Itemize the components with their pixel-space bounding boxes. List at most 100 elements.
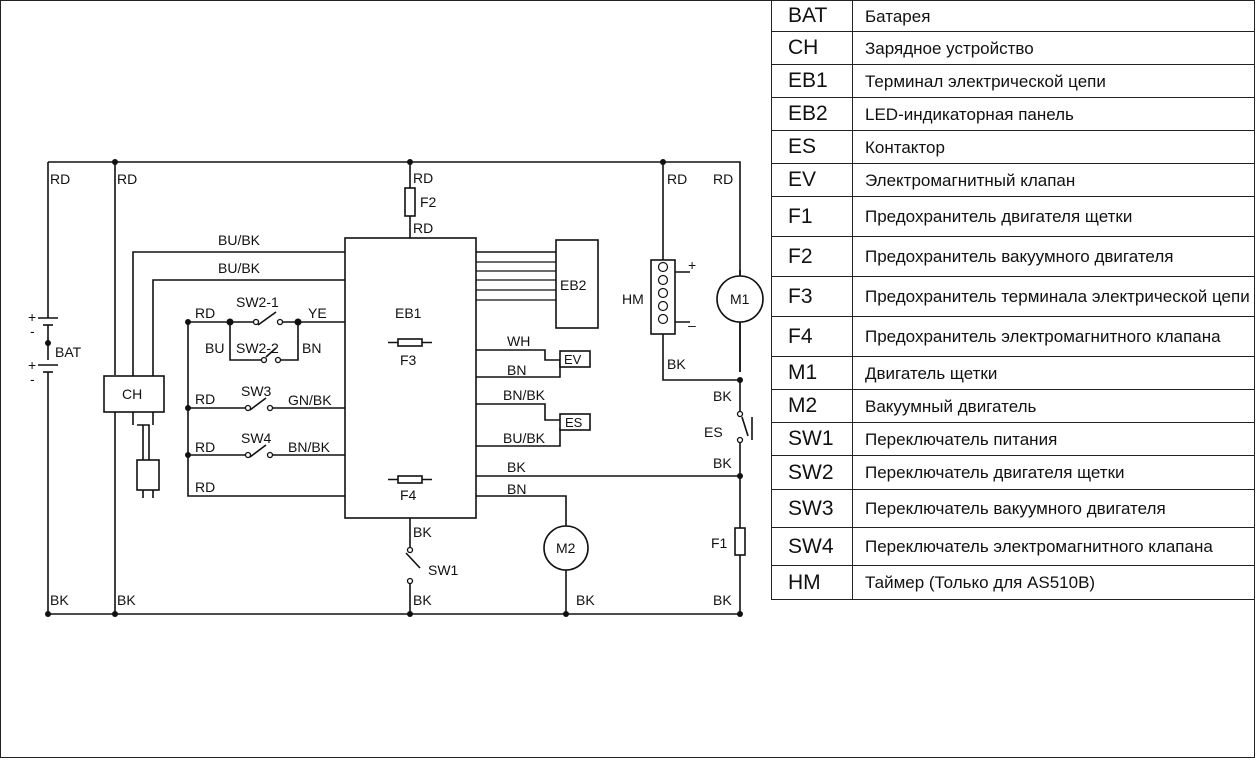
legend-description: Контактор [852, 130, 1255, 164]
svg-text:BU/BK: BU/BK [503, 430, 546, 446]
legend-description: Электромагнитный клапан [852, 163, 1255, 197]
svg-text:+: + [688, 257, 696, 273]
svg-text:–: – [688, 317, 696, 333]
svg-text:EB2: EB2 [560, 277, 587, 293]
svg-text:ES: ES [565, 415, 583, 430]
svg-text:RD: RD [195, 479, 215, 495]
f1-fuse [734, 527, 746, 556]
legend-description: Переключатель вакуумного двигателя [852, 489, 1255, 528]
svg-text:YE: YE [308, 305, 327, 321]
legend-description: Предохранитель вакуумного двигателя [852, 236, 1255, 277]
legend-code: SW4 [771, 527, 853, 566]
svg-text:F3: F3 [400, 352, 417, 368]
legend-description: Таймер (Только для AS510B) [852, 565, 1255, 600]
eb1-terminal-box [344, 237, 477, 519]
legend-code: F4 [771, 316, 853, 357]
wiring-diagram: RD RD RD F2 RD RD RD BU/BK BU/BK SW2-1 R… [28, 159, 764, 617]
svg-text:BN/BK: BN/BK [288, 439, 331, 455]
svg-text:-: - [30, 371, 35, 387]
svg-text:SW4: SW4 [241, 430, 272, 446]
svg-text:F2: F2 [420, 194, 437, 210]
svg-text:BK: BK [713, 388, 732, 404]
legend-description: Переключатель питания [852, 422, 1255, 456]
ch-charger-box [103, 375, 165, 413]
svg-text:BK: BK [507, 459, 526, 475]
battery-symbol [38, 305, 58, 400]
svg-text:BU: BU [205, 340, 224, 356]
svg-text:+: + [28, 357, 36, 373]
svg-text:BAT: BAT [55, 344, 82, 360]
f3-fuse [388, 338, 432, 347]
svg-text:RD: RD [413, 170, 433, 186]
legend-description: Предохранитель терминала электрической ц… [852, 276, 1255, 317]
m1-motor [716, 275, 764, 323]
legend-description: Переключатель двигателя щетки [852, 455, 1255, 490]
svg-text:EB1: EB1 [395, 305, 422, 321]
component-labels: EB1 F3 F4 EB2 EV ES HM M1 M2 CH [122, 277, 750, 556]
legend-code: SW1 [771, 422, 853, 456]
wire-labels: RD RD RD F2 RD RD RD BU/BK BU/BK SW2-1 R… [28, 170, 733, 608]
svg-text:BN/BK: BN/BK [503, 387, 546, 403]
f2-fuse [404, 187, 416, 217]
m2-motor [543, 525, 589, 571]
svg-text:WH: WH [507, 333, 530, 349]
svg-text:SW2-2: SW2-2 [236, 340, 279, 356]
svg-text:RD: RD [195, 439, 215, 455]
legend-code: EB1 [771, 64, 853, 98]
svg-text:BN: BN [507, 362, 526, 378]
svg-text:+: + [28, 309, 36, 325]
svg-text:HM: HM [622, 291, 644, 307]
svg-text:RD: RD [50, 171, 70, 187]
svg-text:BK: BK [667, 356, 686, 372]
svg-text:EV: EV [564, 352, 582, 367]
es-contactor-box [559, 413, 591, 431]
legend-code: F3 [771, 276, 853, 317]
eb2-led-panel-box [555, 239, 599, 329]
legend-code: F2 [771, 236, 853, 277]
charger-plug-icon [132, 412, 160, 498]
svg-text:BK: BK [413, 524, 432, 540]
legend-code: EB2 [771, 97, 853, 131]
legend-code: F1 [771, 196, 853, 237]
svg-text:RD: RD [667, 171, 687, 187]
svg-text:F1: F1 [711, 535, 728, 551]
switch-blades [249, 311, 753, 458]
svg-text:BU/BK: BU/BK [218, 232, 261, 248]
svg-text:RD: RD [413, 220, 433, 236]
svg-text:CH: CH [122, 386, 142, 402]
svg-text:BK: BK [713, 455, 732, 471]
svg-text:GN/BK: GN/BK [288, 392, 332, 408]
legend-description: Зарядное устройство [852, 31, 1255, 65]
legend-code: HM [771, 565, 853, 600]
svg-text:M2: M2 [556, 540, 576, 556]
legend-code: M1 [771, 356, 853, 390]
legend-code: M2 [771, 389, 853, 423]
svg-text:SW1: SW1 [428, 562, 459, 578]
legend-description: Переключатель электромагнитного клапана [852, 527, 1255, 566]
legend-code: EV [771, 163, 853, 197]
svg-text:SW3: SW3 [241, 383, 272, 399]
svg-text:BK: BK [713, 592, 732, 608]
legend-code: SW3 [771, 489, 853, 528]
svg-text:RD: RD [195, 305, 215, 321]
svg-text:BN: BN [507, 481, 526, 497]
hm-timer [650, 259, 690, 335]
svg-text:BK: BK [50, 592, 69, 608]
legend-description: Двигатель щетки [852, 356, 1255, 390]
